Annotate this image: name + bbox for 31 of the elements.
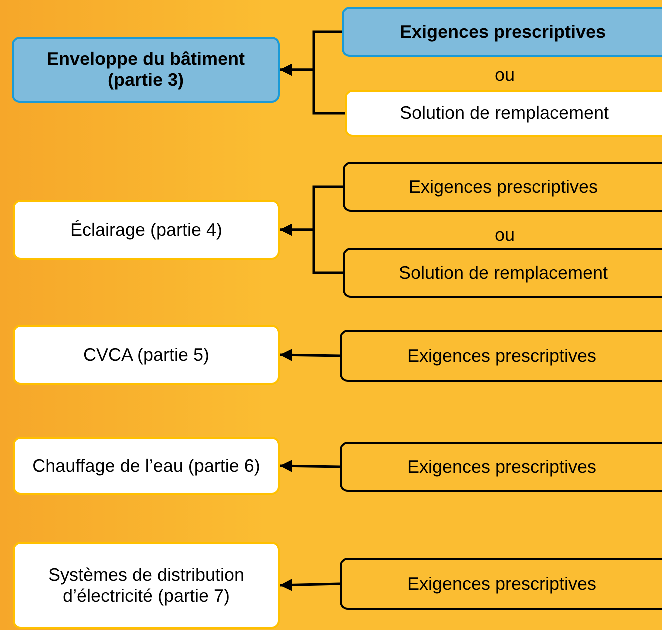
- connector-arrow: [280, 348, 340, 362]
- connector-word: ou: [494, 65, 516, 85]
- connector-arrow: [280, 224, 343, 274]
- box-label: Exigences prescriptives: [408, 176, 598, 198]
- box-label: Éclairage (partie 4): [70, 220, 223, 240]
- category-box: [12, 37, 280, 103]
- connector-arrow: [280, 64, 345, 115]
- requirement-box: [340, 330, 662, 382]
- box-label: Solution de remplacement: [398, 262, 608, 284]
- requirement-box: [343, 162, 662, 212]
- requirement-box: [340, 558, 662, 610]
- connector-arrow: [280, 578, 340, 592]
- box-label: Exigences prescriptives: [407, 574, 597, 594]
- requirement-box: [340, 442, 662, 492]
- connector-word: ou: [494, 225, 516, 245]
- box-label: Exigences prescriptives: [407, 346, 597, 366]
- category-box: [13, 325, 280, 385]
- box-label: CVCA (partie 5): [83, 344, 210, 366]
- connector-arrow: [280, 460, 340, 472]
- category-box: [13, 200, 280, 260]
- requirement-box: [342, 7, 662, 57]
- box-label: Systèmes de distribution d’électricité (partie 7): [47, 564, 246, 606]
- box-label: Solution de remplacement: [400, 103, 610, 124]
- requirement-box: [345, 90, 662, 137]
- category-box: [13, 542, 280, 629]
- box-label: Enveloppe du bâtiment (partie 3): [46, 49, 246, 91]
- box-label: Exigences prescriptives: [400, 22, 606, 42]
- category-box: [13, 437, 280, 495]
- box-label: Chauffage de l’eau (partie 6): [32, 456, 260, 476]
- box-label: Exigences prescriptives: [407, 456, 597, 478]
- requirement-box: [343, 248, 662, 298]
